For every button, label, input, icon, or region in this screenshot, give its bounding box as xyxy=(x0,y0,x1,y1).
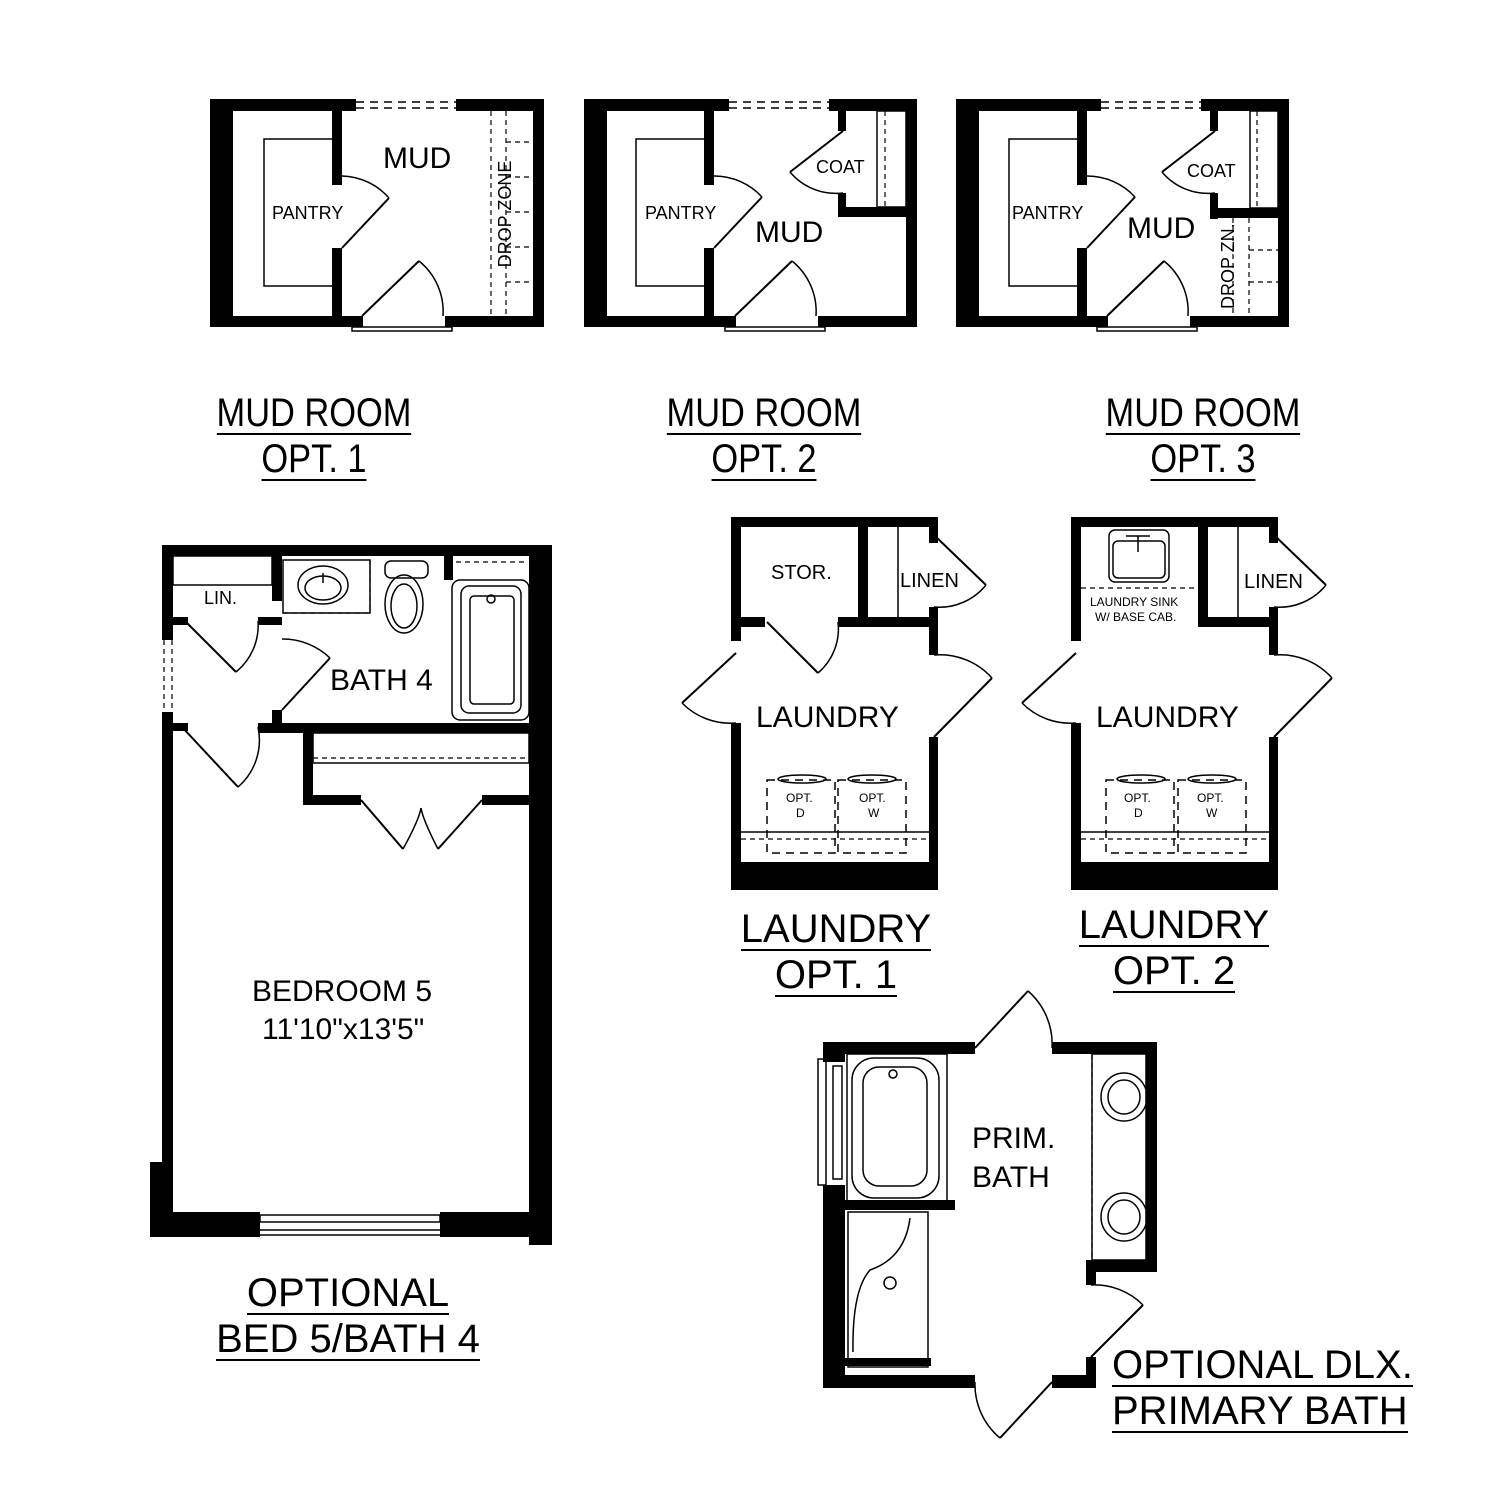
bed5-bath4-caption: OPTIONAL BED 5/BATH 4 xyxy=(198,1270,498,1362)
caption-line1: MUD ROOM xyxy=(1105,391,1301,435)
caption-line1: MUD ROOM xyxy=(666,391,862,435)
storage-label: STOR. xyxy=(771,562,832,584)
mud-room-opt2-caption: MUD ROOM OPT. 2 xyxy=(635,390,893,482)
pantry-label: PANTRY xyxy=(272,203,344,223)
washer-label: OPT. xyxy=(859,791,886,805)
caption-line1: LAUNDRY xyxy=(1078,903,1270,947)
bedroom5-size: 11'10"x13'5" xyxy=(262,1013,425,1046)
dryer-label: OPT. xyxy=(1124,791,1151,805)
mud-room-label: MUD xyxy=(755,216,824,249)
caption-line2: OPT. 1 xyxy=(261,437,367,481)
mud-room-opt1-plan xyxy=(210,99,544,332)
laundry-opt1-plan xyxy=(681,517,993,890)
bath4-label: BATH 4 xyxy=(330,664,433,697)
caption-line2: OPT. 1 xyxy=(774,953,898,997)
pantry-label: PANTRY xyxy=(1012,203,1084,223)
drop-zone-label: DROP ZN. xyxy=(1218,223,1238,309)
pantry-label: PANTRY xyxy=(645,203,717,223)
laundry-label: LAUNDRY xyxy=(756,701,899,734)
coat-closet-label: COAT xyxy=(816,157,865,177)
caption-line1: OPTIONAL DLX. xyxy=(1112,1343,1413,1387)
mud-room-opt3-plan xyxy=(956,99,1289,332)
primary-bath-label: PRIM. xyxy=(972,1122,1056,1155)
caption-line1: MUD ROOM xyxy=(216,391,412,435)
drop-zone-label: DROP ZONE xyxy=(495,160,515,268)
laundry-sink-label: W/ BASE CAB. xyxy=(1095,610,1177,624)
dryer-label: D xyxy=(796,806,805,820)
washer-label: W xyxy=(868,806,880,820)
primary-bath-caption: OPTIONAL DLX. PRIMARY BATH xyxy=(1112,1342,1432,1434)
washer-label: W xyxy=(1206,806,1218,820)
laundry-sink-label: LAUNDRY SINK xyxy=(1090,595,1179,609)
mud-room-opt1-caption: MUD ROOM OPT. 1 xyxy=(185,390,443,482)
mud-room-label: MUD xyxy=(383,142,452,175)
laundry-opt2-plan xyxy=(1021,517,1333,890)
mud-room-opt2-plan xyxy=(584,99,917,332)
caption-line2: OPT. 3 xyxy=(1150,437,1256,481)
caption-line1: LAUNDRY xyxy=(740,907,932,951)
coat-closet-label: COAT xyxy=(1187,161,1236,181)
laundry-opt2-caption: LAUNDRY OPT. 2 xyxy=(1024,902,1324,994)
dryer-label: OPT. xyxy=(786,791,813,805)
caption-line2: PRIMARY BATH xyxy=(1112,1389,1408,1433)
laundry-opt1-caption: LAUNDRY OPT. 1 xyxy=(686,906,986,998)
caption-line2: BED 5/BATH 4 xyxy=(216,1317,480,1361)
mud-room-label: MUD xyxy=(1127,212,1196,245)
linen-closet-label: LINEN xyxy=(900,570,959,592)
dryer-label: D xyxy=(1134,806,1143,820)
caption-line1: OPTIONAL xyxy=(246,1271,450,1315)
linen-closet-label: LIN. xyxy=(204,588,238,608)
bed5-bath4-plan xyxy=(150,545,552,1245)
caption-line2: OPT. 2 xyxy=(711,437,817,481)
washer-label: OPT. xyxy=(1197,791,1224,805)
laundry-label: LAUNDRY xyxy=(1096,701,1239,734)
primary-bath-label: BATH xyxy=(972,1161,1050,1194)
bedroom5-label: BEDROOM 5 xyxy=(252,975,433,1008)
mud-room-opt3-caption: MUD ROOM OPT. 3 xyxy=(1074,390,1332,482)
linen-closet-label: LINEN xyxy=(1244,571,1303,593)
primary-bath-plan xyxy=(817,990,1157,1439)
caption-line2: OPT. 2 xyxy=(1112,949,1236,993)
